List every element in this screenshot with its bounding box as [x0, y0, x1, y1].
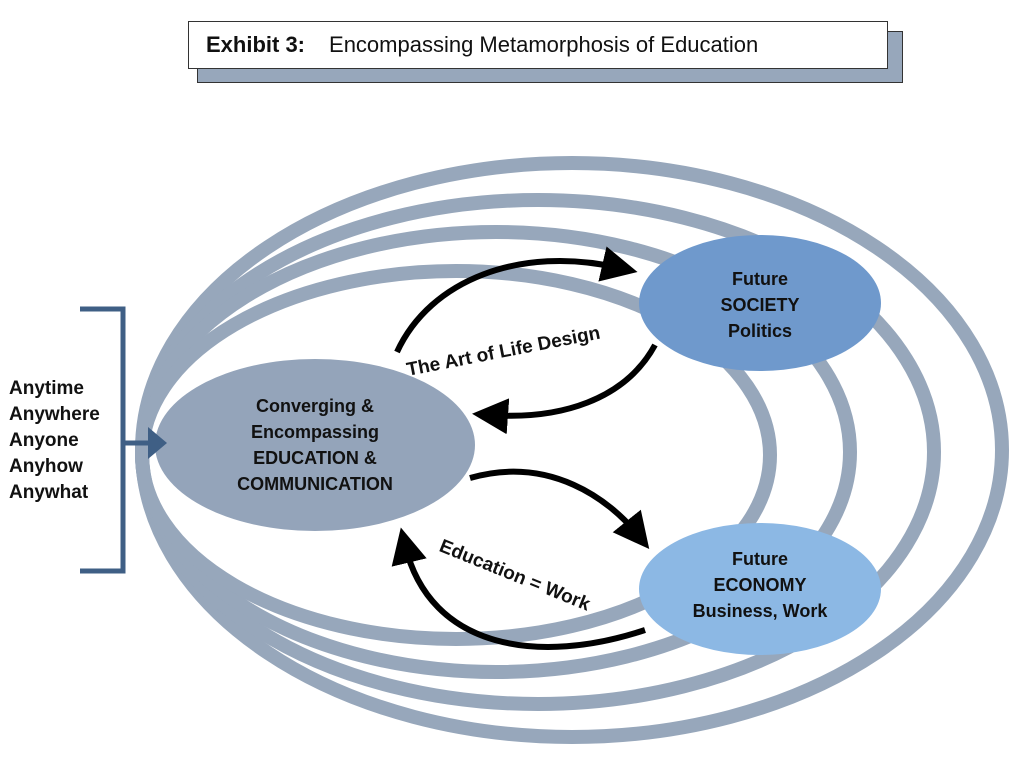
- society-line: Politics: [727, 321, 793, 341]
- economy-node: [639, 523, 881, 655]
- center-line: COMMUNICATION: [237, 474, 393, 494]
- society-node: [639, 235, 881, 371]
- side-list: Anytime Anywhere Anyone Anyhow Anywhat: [9, 376, 100, 506]
- side-item: Anyone: [9, 430, 79, 451]
- society-line: SOCIETY: [720, 295, 800, 315]
- side-item: Anywhere: [9, 404, 100, 425]
- side-item: Anytime: [9, 378, 84, 399]
- arrow-to-society: [394, 246, 638, 354]
- economy-line: Future: [732, 549, 788, 569]
- arrow-from-society: [472, 343, 658, 435]
- society-line: Future: [732, 269, 788, 289]
- arrow-from-economy: [391, 527, 646, 650]
- economy-line: Business, Work: [692, 601, 828, 621]
- exhibit-title: Encompassing Metamorphosis of Education: [329, 32, 759, 57]
- center-node: [155, 359, 475, 531]
- side-item: Anywhat: [9, 482, 89, 503]
- side-item: Anyhow: [9, 456, 83, 477]
- bracket: [80, 306, 126, 574]
- society-node-label: Future SOCIETY Politics: [660, 266, 860, 344]
- exhibit-label: Exhibit 3:: [206, 32, 306, 57]
- center-line: EDUCATION &: [253, 448, 377, 468]
- economy-line: ECONOMY: [713, 575, 807, 595]
- arrow-to-economy: [469, 468, 650, 550]
- center-node-label: Converging & Encompassing EDUCATION & CO…: [195, 393, 435, 497]
- center-line: Converging &: [255, 396, 374, 416]
- center-line: Encompassing: [250, 422, 380, 442]
- ring-inner: [135, 264, 777, 646]
- bracket-arrow-head: [148, 427, 167, 459]
- title-box: Exhibit 3: Encompassing Metamorphosis of…: [188, 21, 888, 69]
- economy-node-label: Future ECONOMY Business, Work: [660, 546, 860, 624]
